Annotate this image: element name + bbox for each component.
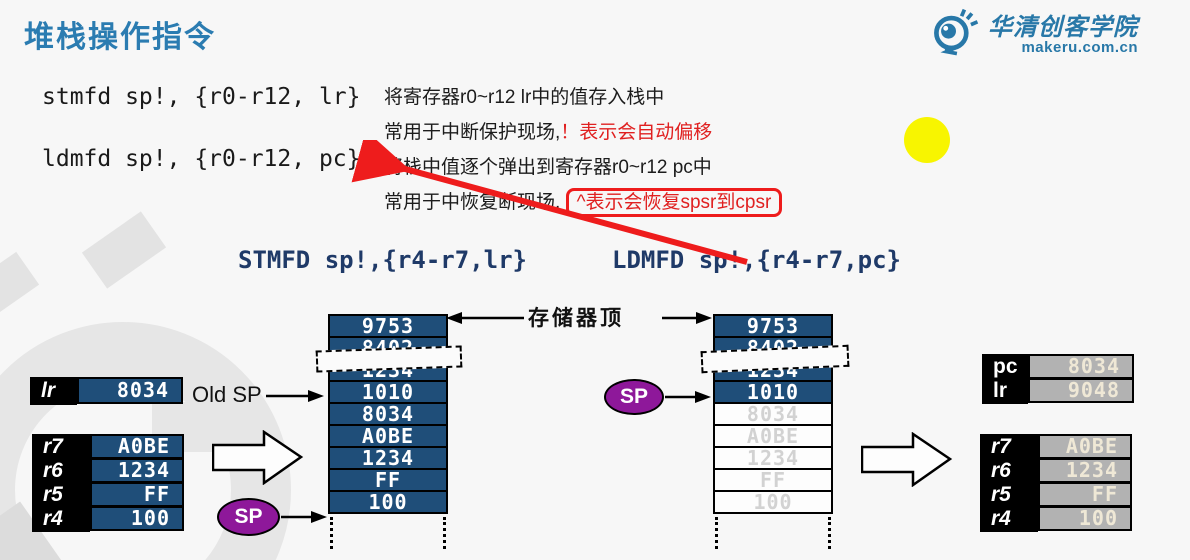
register-label: r7 <box>32 434 90 460</box>
register-value: A0BE <box>90 434 184 459</box>
stack-cell: 9753 <box>713 314 833 338</box>
memory-top-right-arrow <box>662 312 712 324</box>
sp-pointer: SP <box>217 498 280 536</box>
register-row: r7 A0BE <box>980 434 1132 460</box>
register-value: A0BE <box>1038 434 1132 459</box>
register-label: r4 <box>980 506 1038 532</box>
register-label: lr <box>982 378 1028 404</box>
stack-cell: A0BE <box>328 424 448 448</box>
stack-cell-popped: FF <box>713 468 833 492</box>
right-registers: r7 A0BE r6 1234 r5 FF r4 100 <box>980 434 1132 532</box>
desc-red: ！表示会自动偏移 <box>560 122 713 143</box>
register-row: r5 FF <box>32 482 184 508</box>
sp-arrow-left <box>281 511 327 523</box>
register-label: pc <box>982 354 1028 380</box>
old-sp-arrow <box>266 390 324 402</box>
register-value: 1234 <box>90 458 184 483</box>
stack-cell-popped: 8034 <box>713 402 833 426</box>
register-row: r4 100 <box>980 506 1132 532</box>
register-label: r5 <box>32 482 90 508</box>
right-stack: 9753 8402 1234 1010 8034 A0BE 1234 FF 10… <box>713 314 833 514</box>
left-stack: 9753 8402 1234 1010 8034 A0BE 1234 FF 10… <box>328 314 448 514</box>
stack-continuation-dots <box>715 517 718 549</box>
old-sp-label: Old SP <box>192 382 262 407</box>
logo-name: 华清创客学院 <box>988 14 1138 42</box>
memory-top-left-arrow <box>446 312 524 324</box>
block-arrow-left <box>212 430 304 485</box>
register-label: r6 <box>32 458 90 484</box>
stack-cell: 1234 <box>328 446 448 470</box>
register-label: lr <box>30 377 77 405</box>
sp-pointer: SP <box>604 379 664 415</box>
register-label: r6 <box>980 458 1038 484</box>
stack-cell: 1010 <box>713 380 833 404</box>
register-value: 1234 <box>1038 458 1132 483</box>
desc-ldmfd-line1: 将栈中值逐个弹出到寄存器r0~r12 pc中 <box>384 157 712 178</box>
register-value: FF <box>90 482 184 507</box>
desc-stmfd-line1: 将寄存器r0~r12 lr中的值存入栈中 <box>384 87 665 108</box>
register-value: 8034 <box>77 377 183 404</box>
yellow-pointer-dot <box>904 117 950 163</box>
stack-cell-popped: 100 <box>713 490 833 514</box>
desc-black: 常用于中断保护现场, <box>384 122 561 143</box>
register-value: 8034 <box>1028 354 1134 379</box>
left-diagram-header: STMFD sp!,{r4-r7,lr} <box>238 246 527 274</box>
code-ldmfd: ldmfd sp!, {r0-r12, pc}^ <box>42 146 375 172</box>
page-title: 堆栈操作指令 <box>24 21 216 54</box>
register-label: r5 <box>980 482 1038 508</box>
register-row: pc 8034 <box>982 354 1134 380</box>
instruction-descriptions: 将寄存器r0~r12 lr中的值存入栈中 常用于中断保护现场,！表示会自动偏移 … <box>384 80 864 220</box>
register-row: r7 A0BE <box>32 434 184 460</box>
register-row: r4 100 <box>32 506 184 532</box>
stack-cell-popped: 1234 <box>713 446 833 470</box>
stack-continuation-dots <box>330 517 333 549</box>
memory-top-label: 存储器顶 <box>528 307 624 330</box>
stack-cell: 8034 <box>328 402 448 426</box>
register-value: 100 <box>1038 506 1132 531</box>
right-diagram-header: LDMFD sp!,{r4-r7,pc} <box>612 246 901 274</box>
logo-domain: makeru.com.cn <box>1021 39 1138 57</box>
red-highlight-box: ^表示会恢复spsr到cpsr <box>565 188 783 217</box>
register-row: r6 1234 <box>32 458 184 484</box>
left-lr-register: lr 8034 <box>30 377 183 405</box>
stack-cell-popped: A0BE <box>713 424 833 448</box>
sp-arrow-right <box>665 391 711 403</box>
left-registers: r7 A0BE r6 1234 r5 FF r4 100 <box>32 434 184 532</box>
stack-cell: 100 <box>328 490 448 514</box>
red-annotation-arrow <box>351 140 748 265</box>
stack-continuation-dots <box>828 517 831 549</box>
stack-cell: 1010 <box>328 380 448 404</box>
register-row: lr 9048 <box>982 378 1134 404</box>
code-stmfd: stmfd sp!, {r0-r12, lr} <box>42 84 361 110</box>
stack-cell: 9753 <box>328 314 448 338</box>
watermark-dash <box>0 251 40 313</box>
stack-continuation-dots <box>443 517 446 549</box>
register-label: r4 <box>32 506 90 532</box>
stack-cell: FF <box>328 468 448 492</box>
register-row: lr 8034 <box>30 377 183 405</box>
register-row: r6 1234 <box>980 458 1132 484</box>
register-value: 9048 <box>1028 378 1134 403</box>
register-row: r5 FF <box>980 482 1132 508</box>
right-pc-lr-registers: pc 8034 lr 9048 <box>982 354 1134 404</box>
block-arrow-right <box>861 432 953 487</box>
register-value: 100 <box>90 506 184 531</box>
register-label: r7 <box>980 434 1038 460</box>
brand-logo: 华清创客学院 makeru.com.cn <box>928 6 1138 65</box>
desc-stmfd-line2: 常用于中断保护现场,！表示会自动偏移 <box>384 115 864 150</box>
register-value: FF <box>1038 482 1132 507</box>
watermark-dash <box>81 211 167 289</box>
lightbulb-eye-icon <box>928 6 984 65</box>
